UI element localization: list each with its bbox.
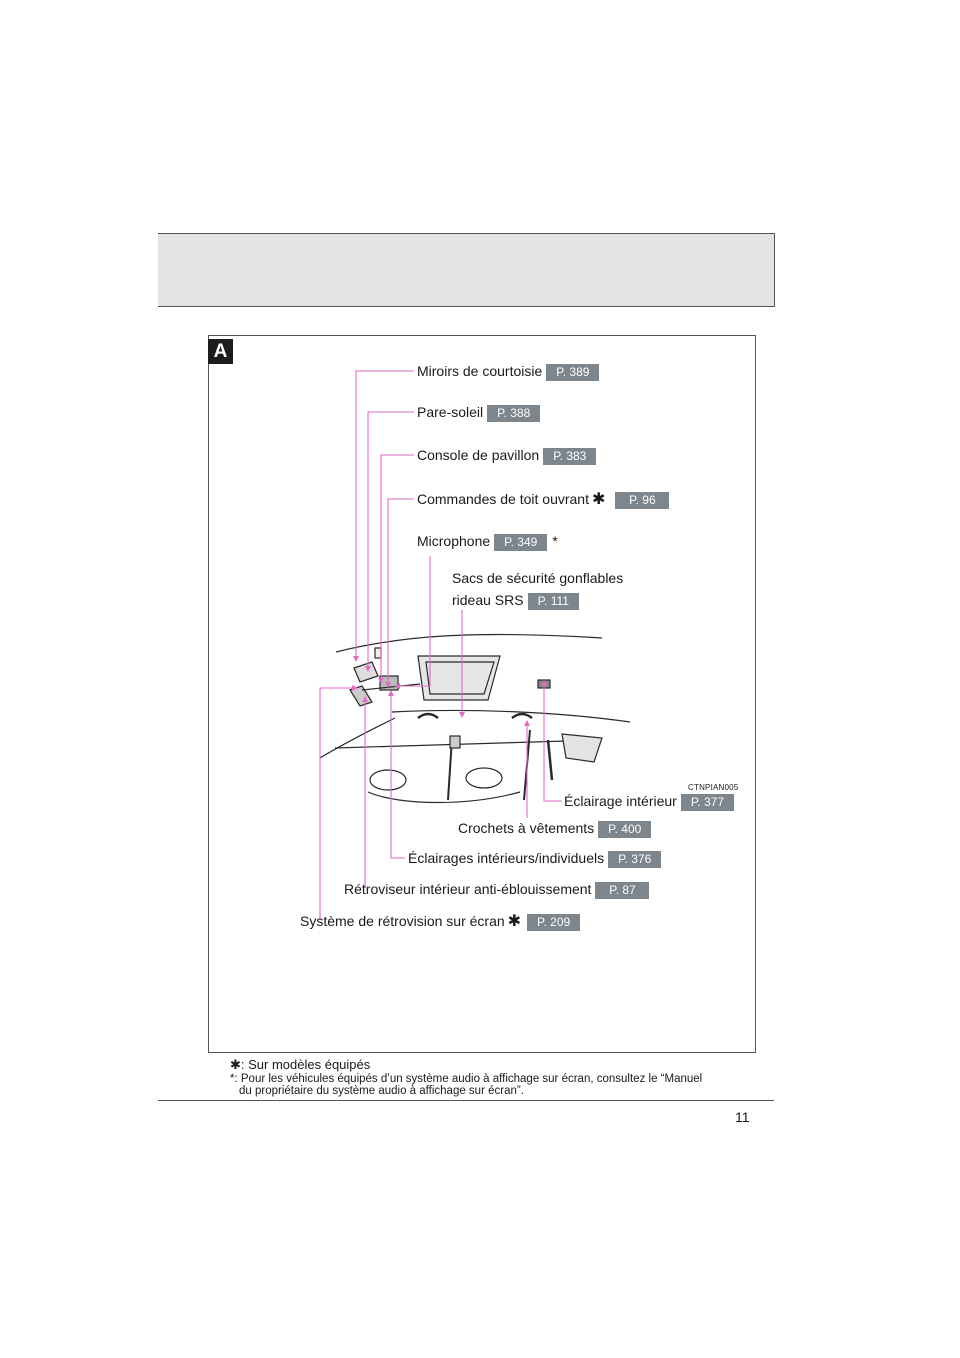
page-ref-badge[interactable]: P. 383 (543, 447, 597, 465)
page-ref-badge[interactable]: P. 388 (487, 404, 541, 422)
callout-label-line1: Sacs de sécurité gonflables (452, 570, 624, 586)
leader-arrowheads (352, 656, 547, 726)
footnote-equipped: ✱: Sur modèles équipés (230, 1058, 760, 1072)
footnote-text: : Sur modèles équipés (240, 1057, 371, 1072)
callout-retroviseur: Rétroviseur intérieur anti-éblouissement… (344, 881, 650, 899)
image-code: CTNPIAN005 (688, 783, 739, 792)
callout-label: Miroirs de courtoisie (417, 363, 543, 379)
callout-label: Éclairage intérieur (564, 793, 677, 809)
callout-label: Console de pavillon (417, 447, 540, 463)
asterisk-icon: ✱ (230, 1057, 241, 1072)
footnote-audio: *: Pour les véhicules équipés d’un systè… (230, 1073, 760, 1085)
page-ref-badge[interactable]: P. 376 (608, 850, 662, 868)
callout-label: Éclairages intérieurs/individuels (408, 850, 605, 866)
page-ref-badge[interactable]: P. 349 (494, 533, 548, 551)
section-marker: A (208, 339, 233, 364)
header-band (158, 233, 775, 307)
page-ref-badge[interactable]: P. 400 (598, 820, 652, 838)
callout-label: Système de rétrovision sur écran (300, 913, 505, 929)
leader-lines (319, 370, 562, 920)
callout-label: Commandes de toit ouvrant (417, 491, 589, 507)
page-ref-badge[interactable]: P. 96 (615, 491, 670, 509)
footnote-text: Pour les véhicules équipés d’un système … (240, 1073, 703, 1085)
callout-retrovision: Système de rétrovision sur écran✱ P. 209 (300, 913, 581, 931)
asterisk-icon: ✱ (507, 913, 522, 930)
figure-frame (208, 335, 756, 1053)
asterisk-icon: ✱ (591, 491, 606, 508)
page-ref-badge[interactable]: P. 377 (680, 793, 734, 811)
callout-label: Crochets à vêtements (458, 820, 595, 836)
callout-label: Microphone (417, 533, 491, 549)
callout-toit-ouvrant: Commandes de toit ouvrant✱ P. 96 (417, 491, 670, 509)
page-ref-badge[interactable]: P. 389 (546, 363, 600, 381)
footnote-mark: *: (230, 1073, 238, 1085)
note-asterisk: * (552, 533, 558, 549)
footnote-audio-continued: du propriétaire du système audio à affic… (239, 1085, 524, 1097)
callout-label: Pare-soleil (417, 404, 484, 420)
page-ref-badge[interactable]: P. 111 (527, 592, 579, 610)
bottom-rule (158, 1100, 774, 1101)
callout-label: Rétroviseur intérieur anti-éblouissement (344, 881, 592, 897)
page-ref-badge[interactable]: P. 209 (527, 913, 581, 931)
page-number: 11 (735, 1109, 750, 1125)
footnotes: ✱: Sur modèles équipés *: Pour les véhic… (230, 1058, 760, 1098)
page-ref-badge[interactable]: P. 87 (595, 881, 650, 899)
callout-label-line2: rideau SRS (452, 592, 524, 608)
car-interior-drawing (319, 633, 631, 804)
